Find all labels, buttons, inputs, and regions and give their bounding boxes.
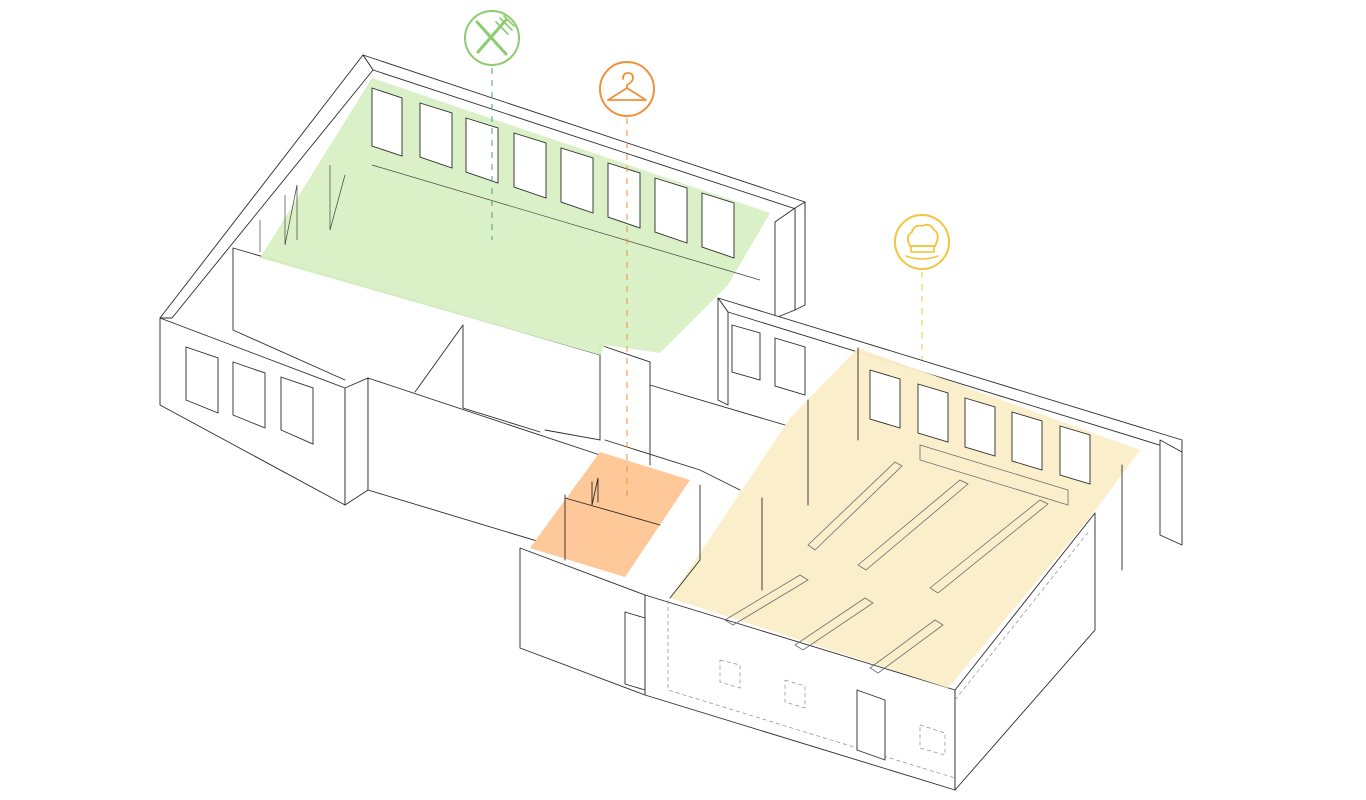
dining-windows bbox=[259, 87, 761, 281]
kitchen-table-1 bbox=[807, 461, 903, 551]
fork-knife-icon bbox=[464, 10, 520, 66]
hidden-bench-2 bbox=[784, 679, 806, 709]
facade-window-1 bbox=[185, 346, 219, 414]
coat-hanger-icon bbox=[599, 61, 655, 117]
kitchen-table-3 bbox=[929, 499, 1049, 594]
kitchen-door bbox=[856, 689, 886, 761]
dining-window-1 bbox=[371, 87, 403, 157]
dining-window-5 bbox=[560, 147, 594, 214]
east-wall-inner bbox=[774, 207, 796, 319]
partition-g bbox=[649, 384, 786, 426]
dining-window-7 bbox=[654, 177, 688, 244]
dining-window-6 bbox=[607, 162, 641, 229]
facade-window-2 bbox=[232, 361, 266, 429]
right-window-a bbox=[731, 324, 761, 381]
kitchen-bench-2 bbox=[794, 597, 874, 651]
hidden-line-b bbox=[954, 529, 1091, 701]
kitchen-window-5 bbox=[1059, 425, 1091, 485]
kitchen-window-3 bbox=[964, 397, 996, 457]
kitchen-window-1 bbox=[869, 369, 901, 429]
chef-hat-icon bbox=[894, 214, 950, 270]
dining-west-frame bbox=[284, 184, 298, 246]
partition-d bbox=[414, 324, 464, 393]
dining-window-2 bbox=[419, 102, 453, 169]
dining-window-3 bbox=[465, 117, 499, 184]
kitchen-east-facade bbox=[954, 512, 1096, 791]
right-building bbox=[519, 297, 1183, 791]
kitchen-table-2 bbox=[857, 479, 969, 571]
facade-pier bbox=[344, 377, 369, 506]
entry-door bbox=[624, 611, 646, 691]
kitchen-bench-3 bbox=[869, 619, 944, 674]
kitchen-window-4 bbox=[1011, 411, 1043, 471]
kitchen-counter bbox=[919, 444, 1069, 506]
dining-floor-line bbox=[371, 164, 761, 281]
hidden-bench-3 bbox=[919, 724, 946, 756]
cloakroom-rail bbox=[591, 477, 599, 506]
west-wall-top bbox=[159, 54, 374, 319]
dining-window-8 bbox=[701, 192, 735, 259]
partition-a bbox=[232, 247, 346, 381]
kitchen-bench-1 bbox=[724, 574, 809, 626]
facade-window-3 bbox=[280, 376, 314, 445]
right-west-end bbox=[717, 297, 729, 406]
dining-window-4 bbox=[513, 132, 547, 199]
left-building bbox=[159, 54, 806, 561]
partition-h bbox=[604, 439, 741, 491]
cloakroom-divider bbox=[564, 497, 661, 526]
right-east-end bbox=[1159, 439, 1183, 546]
kitchen-details bbox=[724, 347, 1123, 674]
partition-f bbox=[599, 344, 651, 466]
dining-west-window bbox=[329, 165, 346, 231]
partition-e bbox=[544, 344, 601, 441]
right-window-b bbox=[774, 337, 806, 396]
hidden-bench-1 bbox=[719, 659, 741, 689]
cloakroom-east bbox=[669, 484, 701, 599]
partition-c bbox=[462, 324, 541, 433]
east-wall-face bbox=[794, 201, 806, 311]
cloakroom-zone bbox=[530, 452, 690, 577]
kitchen-window-2 bbox=[917, 383, 949, 443]
dining-zone bbox=[260, 78, 770, 355]
